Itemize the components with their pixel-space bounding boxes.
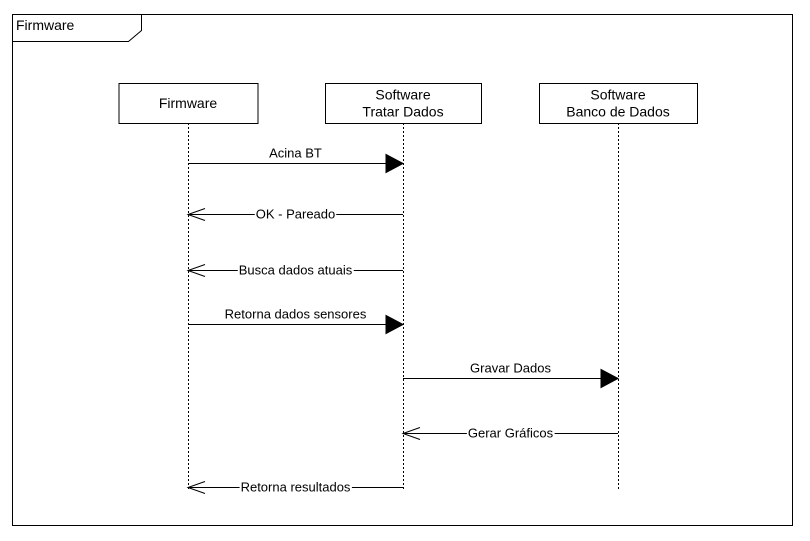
message-label: Gravar Dados: [470, 361, 551, 376]
message-label: Busca dados atuais: [239, 263, 353, 278]
message-label-bg: [466, 425, 555, 441]
arrowhead-filled-icon: [385, 153, 405, 174]
lifeline-name: Software: [375, 87, 430, 103]
message-label: Retorna resultados: [241, 480, 351, 495]
message-label-bg: [239, 479, 352, 495]
frame-title-tab: [12, 14, 142, 42]
message-label: Acina BT: [269, 146, 322, 161]
arrowhead-open-icon: [186, 208, 206, 221]
message-label: Retorna dados sensores: [225, 307, 367, 322]
message: Busca dados atuais: [186, 262, 403, 278]
arrowhead-open-icon: [186, 481, 206, 494]
message-label-bg: [237, 262, 354, 278]
message-label: Gerar Gráficos: [468, 426, 554, 441]
lifeline-box-tratar: [325, 83, 482, 124]
lifeline-name: Banco de Dados: [566, 104, 670, 120]
message-label: OK - Pareado: [256, 207, 336, 222]
message: Retorna resultados: [186, 479, 403, 495]
message: Gravar Dados: [403, 361, 620, 389]
lifeline-name: Software: [590, 87, 645, 103]
lifeline-name: Firmware: [159, 95, 218, 111]
message: Acina BT: [188, 146, 405, 174]
lifeline-firmware: Firmware: [118, 83, 259, 490]
arrowhead-open-icon: [186, 264, 206, 277]
message: Retorna dados sensores: [188, 307, 405, 335]
lifeline-name: Tratar Dados: [362, 104, 443, 120]
arrowhead-filled-icon: [385, 314, 405, 335]
arrowhead-open-icon: [401, 427, 421, 440]
message: Gerar Gráficos: [401, 425, 618, 441]
frame-title: Firmware: [16, 17, 75, 33]
arrowhead-filled-icon: [600, 368, 620, 389]
message: OK - Pareado: [186, 206, 403, 222]
message-label-bg: [254, 206, 337, 222]
